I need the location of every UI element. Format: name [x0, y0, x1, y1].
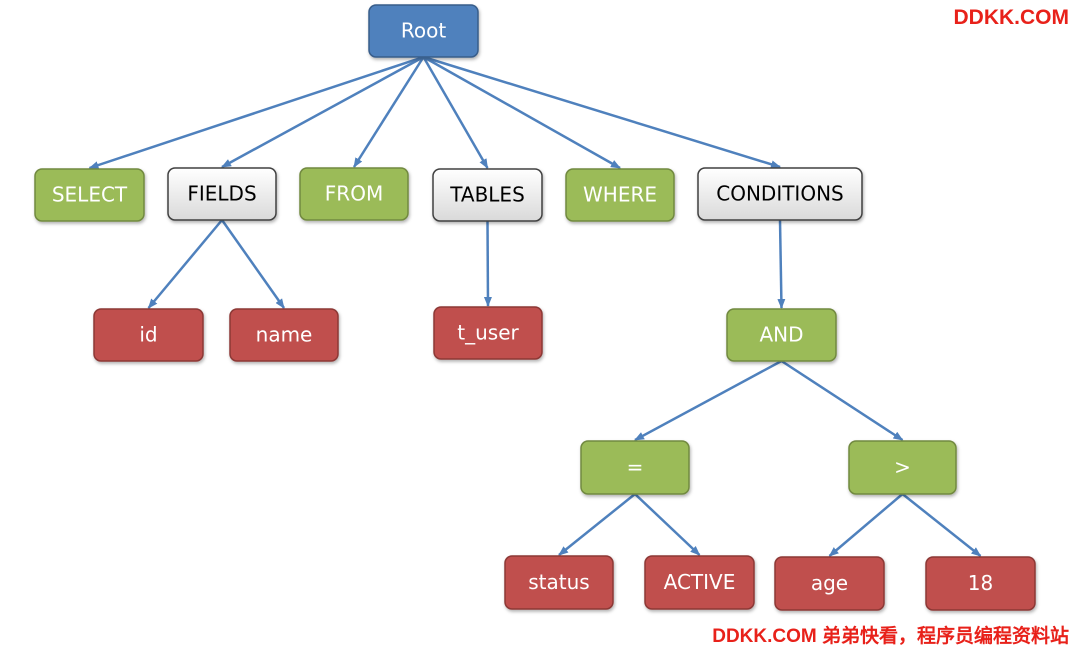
node-from: FROM: [299, 167, 409, 221]
edge-eq-to-active: [634, 493, 701, 556]
node-label-eq: =: [627, 455, 644, 479]
edge-root-to-from: [352, 56, 425, 168]
node-label-gt: >: [894, 455, 911, 479]
node-where: WHERE: [565, 168, 675, 222]
node-box-where: [565, 168, 675, 222]
watermark-top: DDKK.COM: [953, 6, 1070, 29]
node-conditions: CONDITIONS: [697, 167, 863, 221]
node-box-id: [93, 308, 204, 362]
node-label-from: FROM: [325, 182, 383, 206]
node-label-id: id: [139, 323, 157, 347]
node-label-and: AND: [759, 323, 803, 347]
node-age: age: [774, 556, 885, 611]
edge-root-to-select: [88, 55, 424, 170]
node-label-fields: FIELDS: [187, 182, 256, 206]
node-t_user: t_user: [433, 306, 543, 360]
node-label-active: ACTIVE: [664, 570, 736, 594]
node-label-root: Root: [401, 19, 446, 43]
node-box-select: [34, 168, 145, 222]
node-box-from: [299, 167, 409, 221]
edge-root-to-conditions: [423, 55, 781, 169]
node-label-age: age: [811, 571, 848, 595]
edge-and-to-gt: [780, 359, 904, 442]
node-box-conditions: [697, 167, 863, 221]
edge-gt-to-n18: [901, 493, 982, 557]
node-gt: >: [848, 440, 957, 495]
edge-fields-to-name: [220, 219, 286, 309]
node-box-eq: [580, 440, 690, 495]
node-select: SELECT: [34, 168, 145, 222]
edge-and-to-eq: [634, 359, 783, 442]
edge-root-to-where: [422, 55, 621, 170]
node-and: AND: [726, 308, 837, 362]
node-eq: =: [580, 440, 690, 495]
edge-tables-to-t_user: [483, 220, 492, 307]
edges-layer: [88, 55, 982, 557]
edge-conditions-to-and: [777, 219, 786, 309]
node-box-root: [368, 4, 479, 58]
node-box-name: [229, 308, 339, 362]
node-name: name: [229, 308, 339, 362]
node-active: ACTIVE: [644, 555, 755, 610]
node-box-and: [726, 308, 837, 362]
edge-fields-to-id: [147, 219, 223, 309]
node-box-active: [644, 555, 755, 610]
node-label-conditions: CONDITIONS: [716, 182, 843, 206]
node-label-name: name: [256, 323, 313, 347]
edge-root-to-tables: [422, 56, 489, 169]
node-tables: TABLES: [432, 168, 543, 222]
node-box-status: [504, 555, 614, 610]
node-box-n18: [925, 556, 1036, 611]
node-id: id: [93, 308, 204, 362]
node-box-tables: [432, 168, 543, 222]
edge-root-to-fields: [221, 55, 425, 169]
node-box-age: [774, 556, 885, 611]
node-box-t_user: [433, 306, 543, 360]
node-n18: 18: [925, 556, 1036, 611]
node-status: status: [504, 555, 614, 610]
edge-eq-to-status: [558, 493, 636, 556]
node-box-fields: [167, 167, 277, 221]
watermark-bottom: DDKK.COM 弟弟快看，程序员编程资料站: [712, 626, 1069, 647]
node-label-where: WHERE: [583, 183, 657, 207]
node-label-tables: TABLES: [449, 183, 525, 207]
node-box-gt: [848, 440, 957, 495]
node-fields: FIELDS: [167, 167, 277, 221]
edge-gt-to-age: [828, 493, 904, 557]
node-label-n18: 18: [968, 571, 993, 595]
node-label-status: status: [528, 570, 589, 594]
node-root: Root: [368, 4, 479, 58]
node-label-select: SELECT: [52, 183, 128, 207]
node-label-t_user: t_user: [457, 321, 519, 345]
